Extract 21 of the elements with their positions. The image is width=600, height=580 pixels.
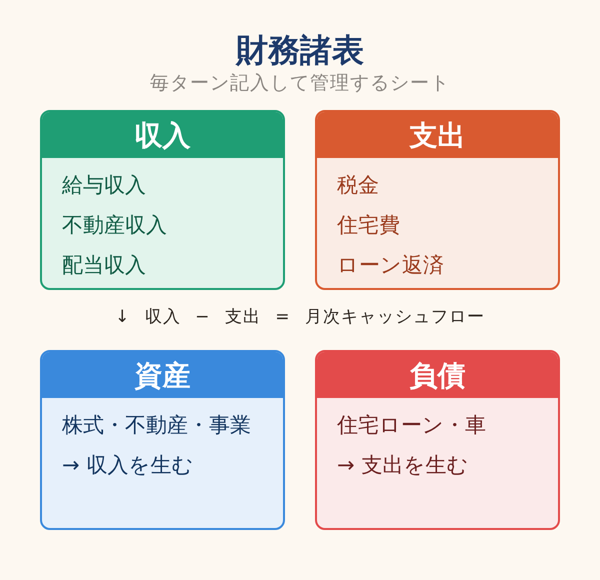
title: 財務諸表 (236, 30, 364, 70)
list-item: 配当収入 (62, 252, 146, 278)
card-panel (315, 350, 560, 530)
card-header: 収入 (42, 112, 283, 158)
list-item: → 収入を生む (62, 452, 194, 478)
card-header: 支出 (317, 112, 558, 158)
card-panel (40, 110, 285, 290)
subtitle: 毎ターン記入して管理するシート (150, 71, 450, 96)
card-header: 負債 (317, 352, 558, 398)
list-item: 株式・不動産・事業 (62, 412, 251, 438)
card-panel (315, 110, 560, 290)
list-item: ローン返済 (337, 252, 444, 278)
formula-text: ↓ 収入 − 支出 = 月次キャッシュフロー (115, 306, 485, 328)
card-header: 資産 (42, 352, 283, 398)
list-item: 住宅ローン・車 (337, 412, 486, 438)
card-panel (40, 350, 285, 530)
list-item: 給与収入 (62, 172, 146, 198)
list-item: 不動産収入 (62, 212, 167, 238)
list-item: → 支出を生む (337, 452, 468, 478)
list-item: 住宅費 (337, 212, 400, 238)
list-item: 税金 (337, 172, 379, 198)
